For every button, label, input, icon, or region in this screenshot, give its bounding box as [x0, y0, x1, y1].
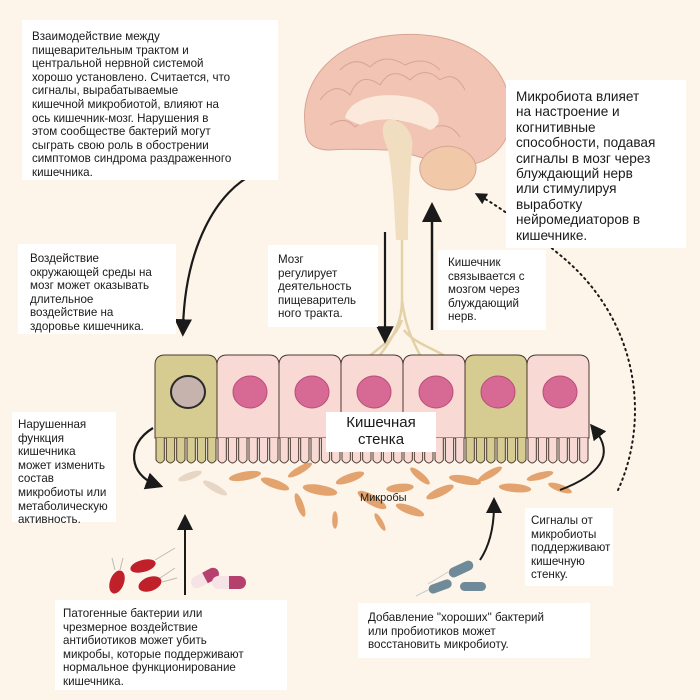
- probiotic-bacterium: [428, 579, 452, 594]
- microbe: [335, 471, 365, 485]
- flagella: [415, 571, 449, 597]
- info-box-environment: Воздействие окружающей среды на мозг мож…: [18, 244, 176, 334]
- microbe: [287, 462, 313, 478]
- info-box-microbiota-mood: Микробиота влияет на настроение и когнит…: [506, 80, 686, 248]
- microbe: [498, 483, 532, 493]
- label-microbes: Микробы: [360, 492, 407, 504]
- microbe: [410, 467, 430, 485]
- info-box-disturbed-function: Нарушенная функция кишечника может измен…: [12, 412, 116, 526]
- pathogen-bacterium: [138, 576, 162, 592]
- microbe: [395, 503, 425, 517]
- microbe: [178, 470, 202, 482]
- pathogen-bacterium: [130, 559, 156, 573]
- info-box-brain-regulates: Мозг регулирует деятельность пищеварител…: [268, 245, 378, 327]
- cell-nucleus: [356, 375, 392, 409]
- microbe: [426, 484, 454, 500]
- epithelial-cell: [154, 354, 218, 464]
- microbes-layer: [178, 462, 572, 531]
- info-box-intro: Взаимодействие между пищеварительным тра…: [22, 20, 278, 180]
- microbe: [448, 474, 482, 486]
- arrow-signals-to-wall: [559, 423, 607, 491]
- microvilli: [155, 437, 217, 464]
- label-gut-wall: Кишечная стенка: [326, 412, 436, 452]
- brainstem: [382, 119, 413, 240]
- microbe: [260, 477, 290, 491]
- flagella: [111, 547, 178, 583]
- epithelial-cell: [216, 354, 280, 464]
- pill: [212, 576, 246, 589]
- microbe: [332, 511, 338, 529]
- info-box-signals-support: Сигналы от микробиоты поддерживают кишеч…: [525, 508, 613, 586]
- cell-nucleus: [170, 375, 206, 409]
- microbe: [294, 493, 306, 517]
- epithelial-cell: [526, 354, 590, 464]
- microbe: [302, 484, 338, 496]
- cell-nucleus: [232, 375, 268, 409]
- info-box-gut-connects: Кишечник связывается с мозгом через блуж…: [438, 250, 546, 330]
- microvilli: [217, 437, 279, 464]
- epithelial-cell: [278, 354, 342, 464]
- epithelial-cell: [464, 354, 528, 464]
- microbe: [357, 490, 387, 510]
- info-box-probiotics: Добавление "хороших" бактерий или пробио…: [358, 603, 590, 658]
- cell-nucleus: [294, 375, 330, 409]
- arrow-disturbed-function: [133, 427, 164, 490]
- microvilli: [527, 437, 589, 464]
- arrow-microbiota-to-brain-dotted: [474, 193, 636, 491]
- probiotic-bacterium: [448, 560, 474, 578]
- microbe: [526, 471, 554, 481]
- info-box-pathogens: Патогенные бактерии или чрезмерное возде…: [55, 600, 287, 690]
- pathogen-bacteria: [109, 547, 178, 594]
- cell-nucleus: [480, 375, 516, 409]
- microbe: [386, 483, 414, 493]
- cerebellum: [419, 145, 477, 191]
- arrows: [133, 170, 636, 595]
- microbe: [202, 480, 228, 496]
- arrow-probiotics-up: [479, 497, 502, 561]
- pathogen-bacterium: [109, 570, 125, 594]
- brain-illustration: [304, 33, 512, 361]
- microbe: [548, 482, 572, 494]
- microbe: [477, 466, 503, 482]
- corpus-callosum: [345, 95, 439, 130]
- cell-nucleus: [542, 375, 578, 409]
- microvilli: [465, 437, 527, 464]
- probiotic-bacteria: [415, 560, 486, 597]
- cell-nucleus: [418, 375, 454, 409]
- vagus-nerve: [364, 240, 451, 361]
- probiotic-bacterium: [460, 582, 486, 591]
- microbe: [228, 470, 262, 482]
- arrow-brain-to-environment: [174, 170, 259, 337]
- microbe: [374, 513, 386, 531]
- antibiotic-pills: [191, 567, 246, 589]
